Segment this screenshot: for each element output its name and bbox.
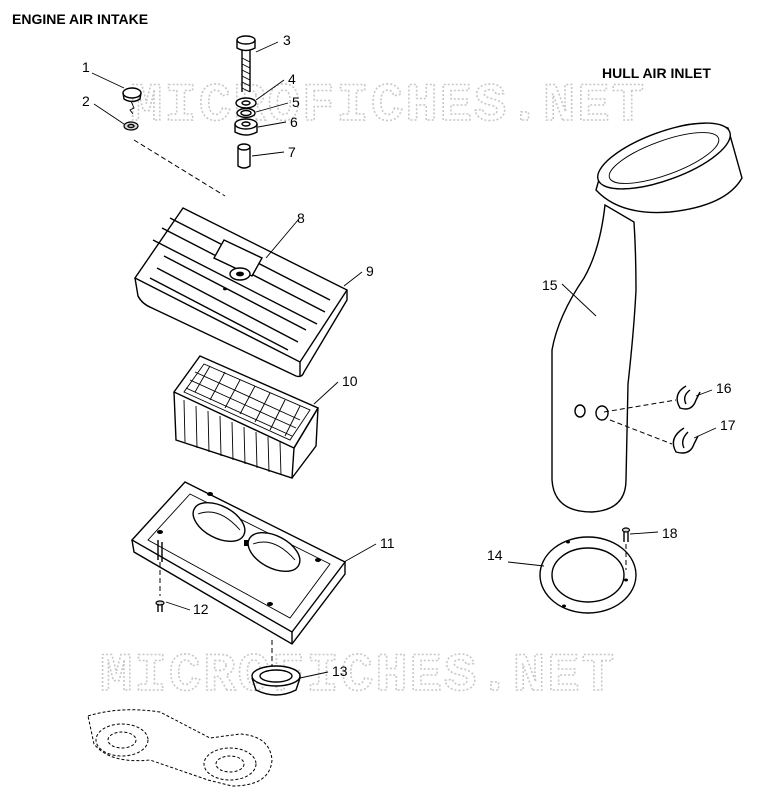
callout-13: 13 [332,663,348,679]
part-4-washer [235,97,257,109]
part-11-base-plate [130,481,347,645]
callout-3: 3 [283,32,291,48]
part-1-knob [122,87,142,115]
part-6-spacer [234,118,258,136]
callout-8: 8 [297,210,305,226]
callout-4: 4 [288,71,296,87]
leader-lines [91,41,717,679]
callout-5: 5 [292,94,300,110]
part-14-ring-flange [539,536,637,614]
callout-1: 1 [82,59,90,75]
engine-air-intake-heading: ENGINE AIR INTAKE [12,11,148,27]
part-7-sleeve [237,143,251,169]
part-13-boot [251,665,301,696]
callout-numbers: 1 2 3 4 5 6 7 8 9 10 11 12 13 14 15 16 1… [82,32,736,679]
watermark-top: MICROFICHES.NET [130,76,646,137]
part-2-clip [123,121,139,131]
part-8-grommet [213,239,263,281]
callout-2: 2 [82,93,90,109]
part-9-cover [133,207,349,378]
callout-18: 18 [662,525,678,541]
watermark-bottom: MICROFICHES.NET [100,646,616,707]
callout-7: 7 [288,144,296,160]
ghosted-assembly [87,709,273,787]
callout-10: 10 [342,373,358,389]
part-17-clamp [672,427,699,454]
callout-12: 12 [193,601,209,617]
part-5-o-ring [236,107,256,119]
part-12-screw [155,600,165,612]
part-16-clamp [676,385,701,410]
callout-15: 15 [542,277,558,293]
callout-11: 11 [380,535,395,551]
part-18-screw [621,527,631,542]
part-3-bolt [236,35,256,93]
part-10-filter [172,355,320,479]
callout-6: 6 [290,114,298,130]
part-15-inlet-tube [551,122,743,513]
callout-17: 17 [720,417,736,433]
hull-air-inlet-heading: HULL AIR INLET [602,65,711,81]
callout-14: 14 [487,547,503,563]
callout-16: 16 [716,380,732,396]
callout-9: 9 [366,263,374,279]
